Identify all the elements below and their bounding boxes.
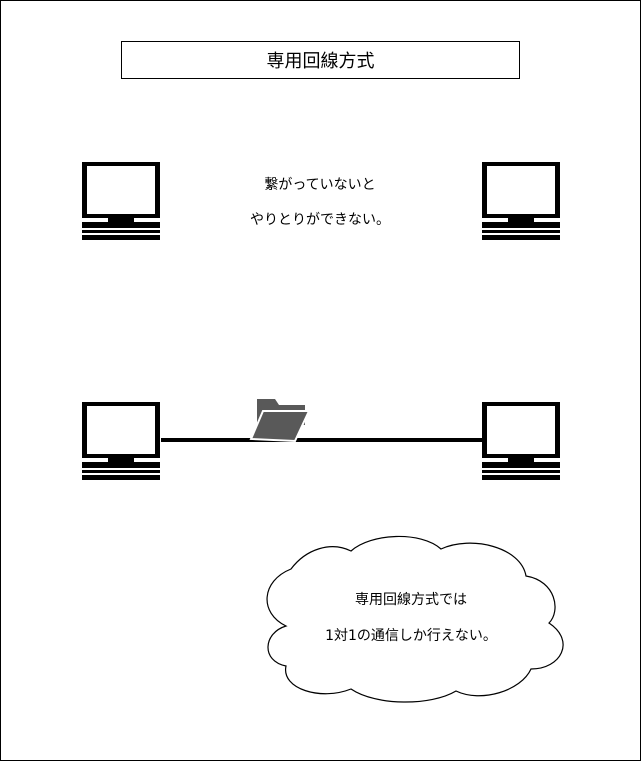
cloud-message-line-1: 専用回線方式では xyxy=(355,592,467,608)
computer-icon xyxy=(482,162,560,240)
cloud-message-line-2: 1対1の通信しか行えない。 xyxy=(325,628,497,644)
folder-icon xyxy=(249,399,311,443)
disconnected-message-line-1: 繋がっていないと xyxy=(264,177,376,193)
computer-icon xyxy=(82,162,160,240)
computer-icon xyxy=(482,402,560,480)
disconnected-message-line-2: やりとりができない。 xyxy=(250,212,390,228)
diagram-title: 専用回線方式 xyxy=(121,41,520,79)
computer-icon xyxy=(82,402,160,480)
speech-cloud xyxy=(266,535,564,703)
